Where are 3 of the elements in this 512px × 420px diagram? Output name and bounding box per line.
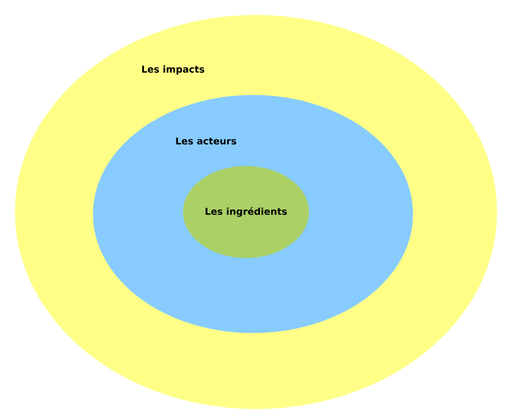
region-label: Les acteurs xyxy=(176,137,236,145)
region-label: Les impacts xyxy=(142,65,204,75)
region-label: Les ingrédients xyxy=(206,207,287,217)
